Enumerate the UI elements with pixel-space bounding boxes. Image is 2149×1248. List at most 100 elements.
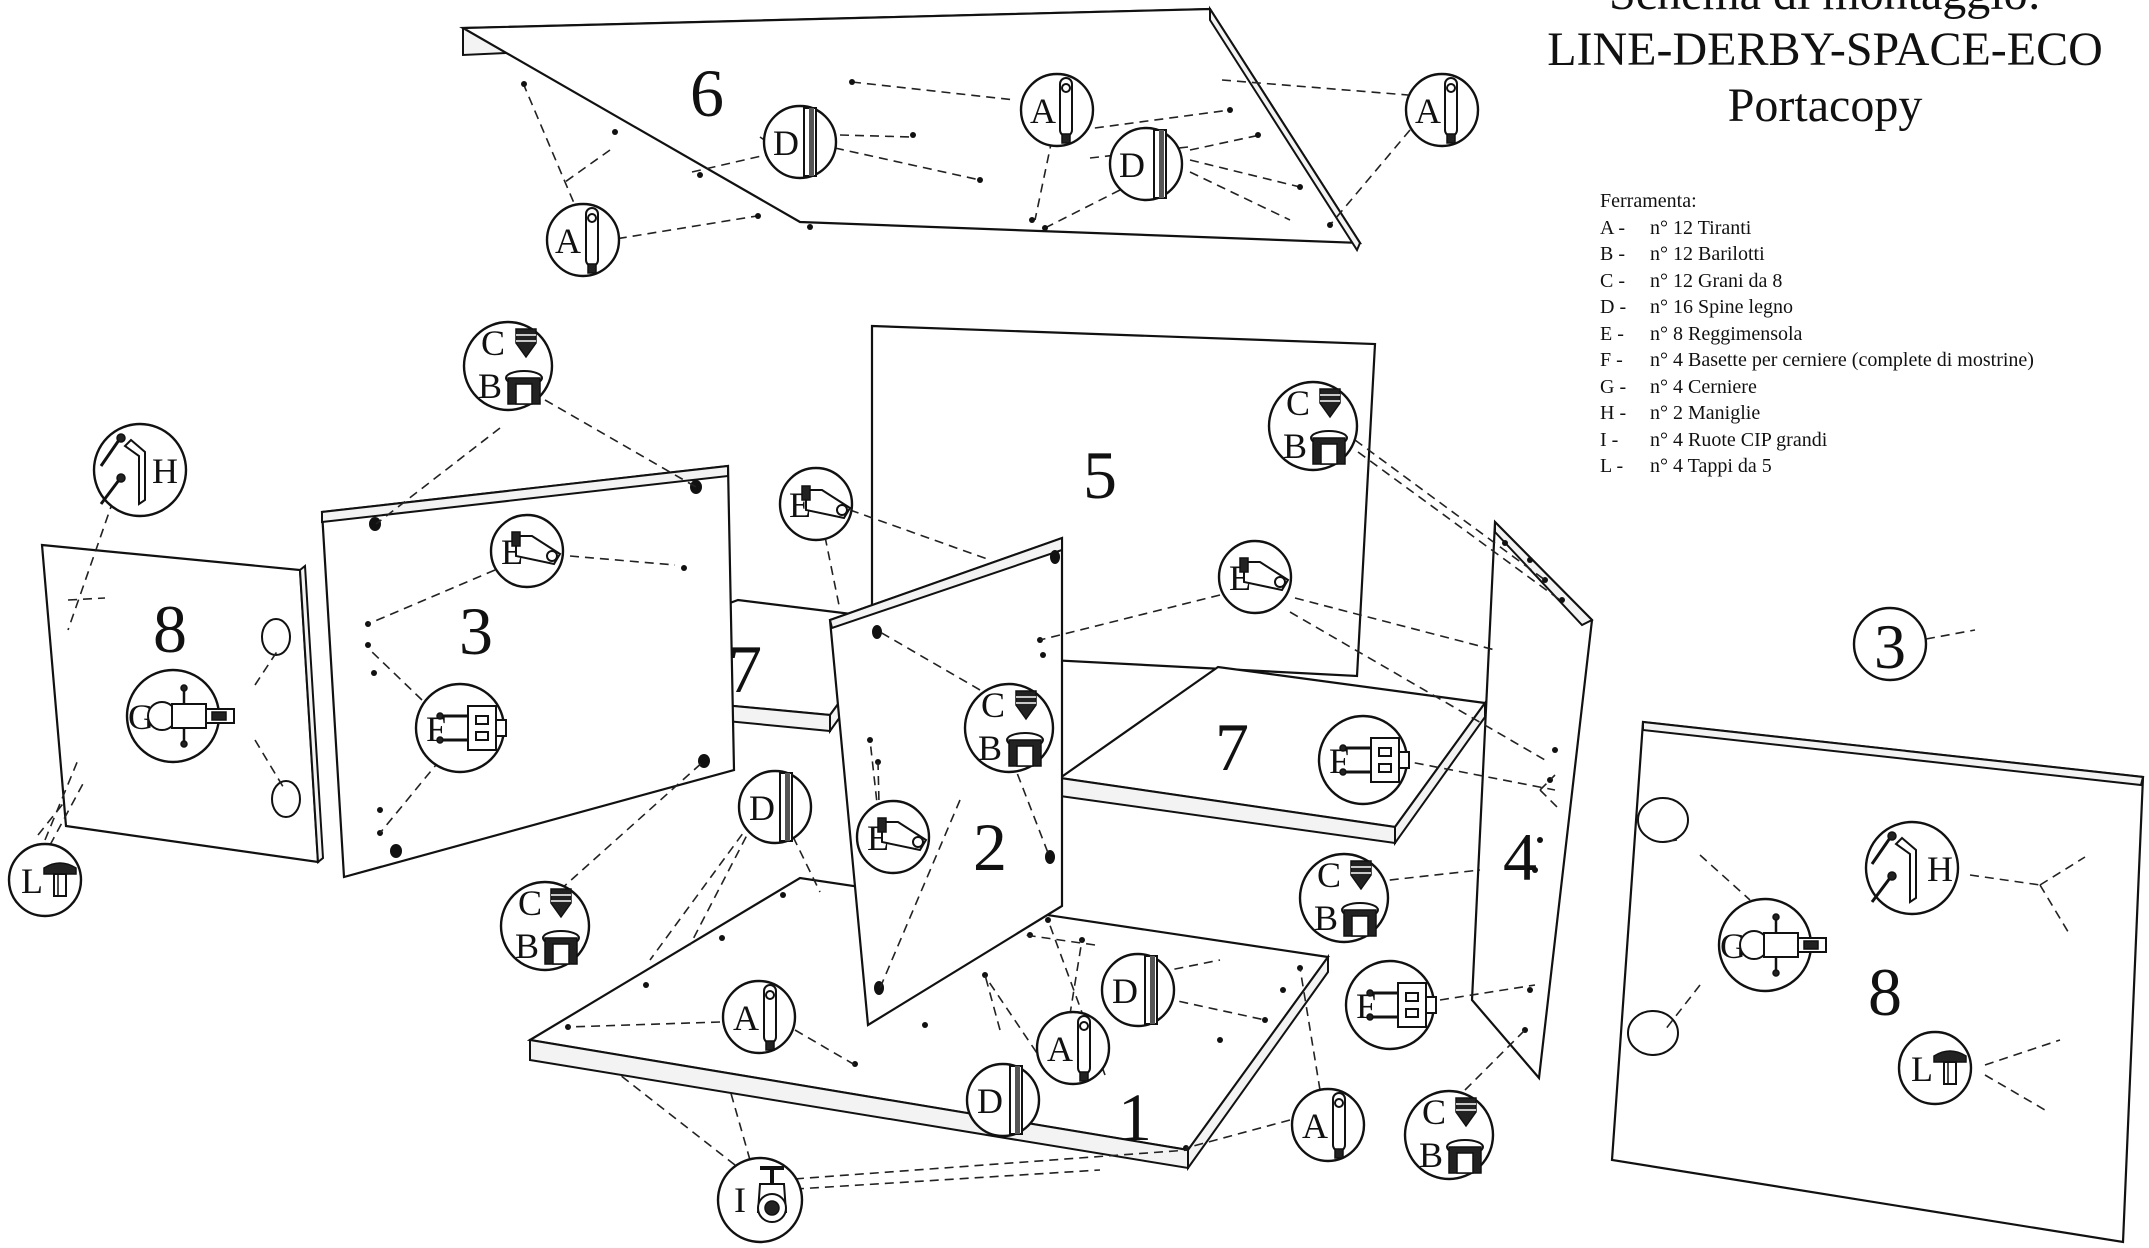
tirante-icon <box>1332 1092 1346 1159</box>
callout-E-left: E <box>489 513 565 589</box>
letter-D: D <box>1112 971 1138 1011</box>
panel-4: 4 <box>1470 519 1594 1081</box>
callout-A-top-center: A <box>1019 72 1095 148</box>
part-number-7a: 7 <box>728 631 762 707</box>
callout-CB-center: C B <box>963 682 1055 774</box>
part-number-8a: 8 <box>153 591 187 667</box>
hardware-code: F - <box>1600 349 1623 371</box>
letter-B: B <box>478 366 502 406</box>
hardware-item: I - n° 4 Ruote CIP grandi <box>1600 427 2034 454</box>
hardware-desc: n° 8 Reggimensola <box>1650 322 1803 345</box>
panel-8-right: 8 <box>1610 720 2145 1244</box>
part-number-4: 4 <box>1503 819 1537 895</box>
letter-L: L <box>1911 1049 1933 1089</box>
letter-C: C <box>1317 855 1341 895</box>
hardware-desc: n° 12 Grani da 8 <box>1650 269 1783 292</box>
letter-A: A <box>1030 91 1056 131</box>
title-block: Schema di montaggio: LINE-DERBY-SPACE-EC… <box>1500 0 2149 134</box>
letter-A: A <box>733 998 759 1038</box>
callout-F-right-bottom: F <box>1344 959 1438 1051</box>
panel-3-reference: 3 <box>1852 606 1976 682</box>
hardware-code: E - <box>1600 322 1624 345</box>
callout-D-bottom-right: D <box>1100 952 1176 1028</box>
callout-CB-right-bottom: C B <box>1403 1089 1495 1181</box>
callout-D-left: D <box>737 769 813 845</box>
letter-B: B <box>978 728 1002 768</box>
hardware-heading: Ferramenta: <box>1600 190 1697 212</box>
callout-A-bottom-center: A <box>1035 1010 1111 1086</box>
hardware-item: A -n° 12 Tiranti <box>1600 215 2034 242</box>
callout-E-top-center: E <box>778 466 854 542</box>
hardware-item: E - n° 8 Reggimensola <box>1600 321 2034 348</box>
tirante-icon <box>1077 1015 1091 1082</box>
callout-D-bottom-center: D <box>965 1062 1041 1138</box>
title-line-3: Portacopy <box>1727 79 1923 132</box>
hardware-item: C -n° 12 Grani da 8 <box>1600 268 2034 295</box>
barilotto-icon <box>542 930 580 965</box>
hardware-item: D -n° 16 Spine legno <box>1600 294 2034 321</box>
hardware-desc: n° 12 Barilotti <box>1650 243 1765 265</box>
panel-1: 1 <box>526 876 1330 1172</box>
hardware-item: F - n° 4 Basette per cerniere (complete d… <box>1600 347 2034 374</box>
letter-D: D <box>749 788 775 828</box>
callout-L-left: L <box>7 842 83 918</box>
tirante-icon <box>1444 77 1458 144</box>
spina-icon <box>1009 1065 1023 1135</box>
letter-C: C <box>1286 383 1310 423</box>
callout-I: I <box>716 1156 804 1244</box>
callout-D-top-left: D <box>762 104 838 180</box>
callout-CB-top-left: C B <box>462 320 554 412</box>
callout-F-left: F <box>414 682 508 774</box>
letter-B: B <box>1283 426 1307 466</box>
hardware-desc: n° 2 Maniglie <box>1650 402 1761 424</box>
tirante-icon <box>763 984 777 1051</box>
letter-D: D <box>773 123 799 163</box>
callout-A-bottom-left: A <box>721 979 797 1055</box>
part-number-3-ref: 3 <box>1874 611 1906 682</box>
panel-4-holes <box>1502 540 1565 1033</box>
letter-C: C <box>981 685 1005 725</box>
spina-icon <box>1144 955 1158 1025</box>
panel-3: 3 <box>320 464 736 879</box>
letter-L: L <box>21 861 43 901</box>
callout-E-right: E <box>1217 539 1293 615</box>
callout-A-top-right: A <box>1404 72 1480 148</box>
letter-H: H <box>1927 849 1953 889</box>
panel-2: 2 <box>828 536 1064 1027</box>
hardware-list: Ferramenta: A -n° 12 Tiranti B - n° 12 Ba… <box>1600 188 2034 480</box>
hardware-code: B - <box>1600 243 1625 265</box>
hardware-code: G - <box>1600 375 1627 398</box>
letter-D: D <box>1119 145 1145 185</box>
callout-L-right: L <box>1897 1030 1973 1106</box>
letter-C: C <box>1422 1092 1446 1132</box>
letter-A: A <box>1302 1106 1328 1146</box>
panel-7-right: 7 <box>1057 665 1487 847</box>
title-line-2: LINE-DERBY-SPACE-ECO <box>1547 23 2103 76</box>
hardware-code: I - <box>1600 428 1619 451</box>
letter-B: B <box>1314 898 1338 938</box>
hardware-code: H - <box>1600 402 1627 424</box>
callout-F-right-top: F <box>1317 714 1411 806</box>
hardware-desc: n° 12 Tiranti <box>1650 216 1752 239</box>
callout-A-bottom-right: A <box>1290 1087 1366 1163</box>
letter-H: H <box>152 451 178 491</box>
barilotto-icon <box>1446 1139 1484 1174</box>
spina-icon <box>1153 129 1167 199</box>
letter-C: C <box>518 883 542 923</box>
hardware-code: L - <box>1600 455 1624 477</box>
letter-A: A <box>555 221 581 261</box>
spina-icon <box>779 772 793 842</box>
hardware-desc: n° 4 Basette per cerniere (complete di m… <box>1650 349 2034 371</box>
part-number-1: 1 <box>1118 1079 1152 1155</box>
tirante-icon <box>585 207 599 274</box>
callout-A-top-left: A <box>545 202 621 278</box>
callout-G-left: G <box>125 668 236 764</box>
hardware-code: D - <box>1600 296 1627 318</box>
barilotto-icon <box>1006 732 1044 767</box>
hardware-desc: n° 4 Ruote CIP grandi <box>1650 428 1828 451</box>
letter-B: B <box>1419 1135 1443 1175</box>
callout-E-center: E <box>855 799 931 875</box>
barilotto-icon <box>1341 902 1379 937</box>
panel-6-holes <box>521 79 1333 231</box>
